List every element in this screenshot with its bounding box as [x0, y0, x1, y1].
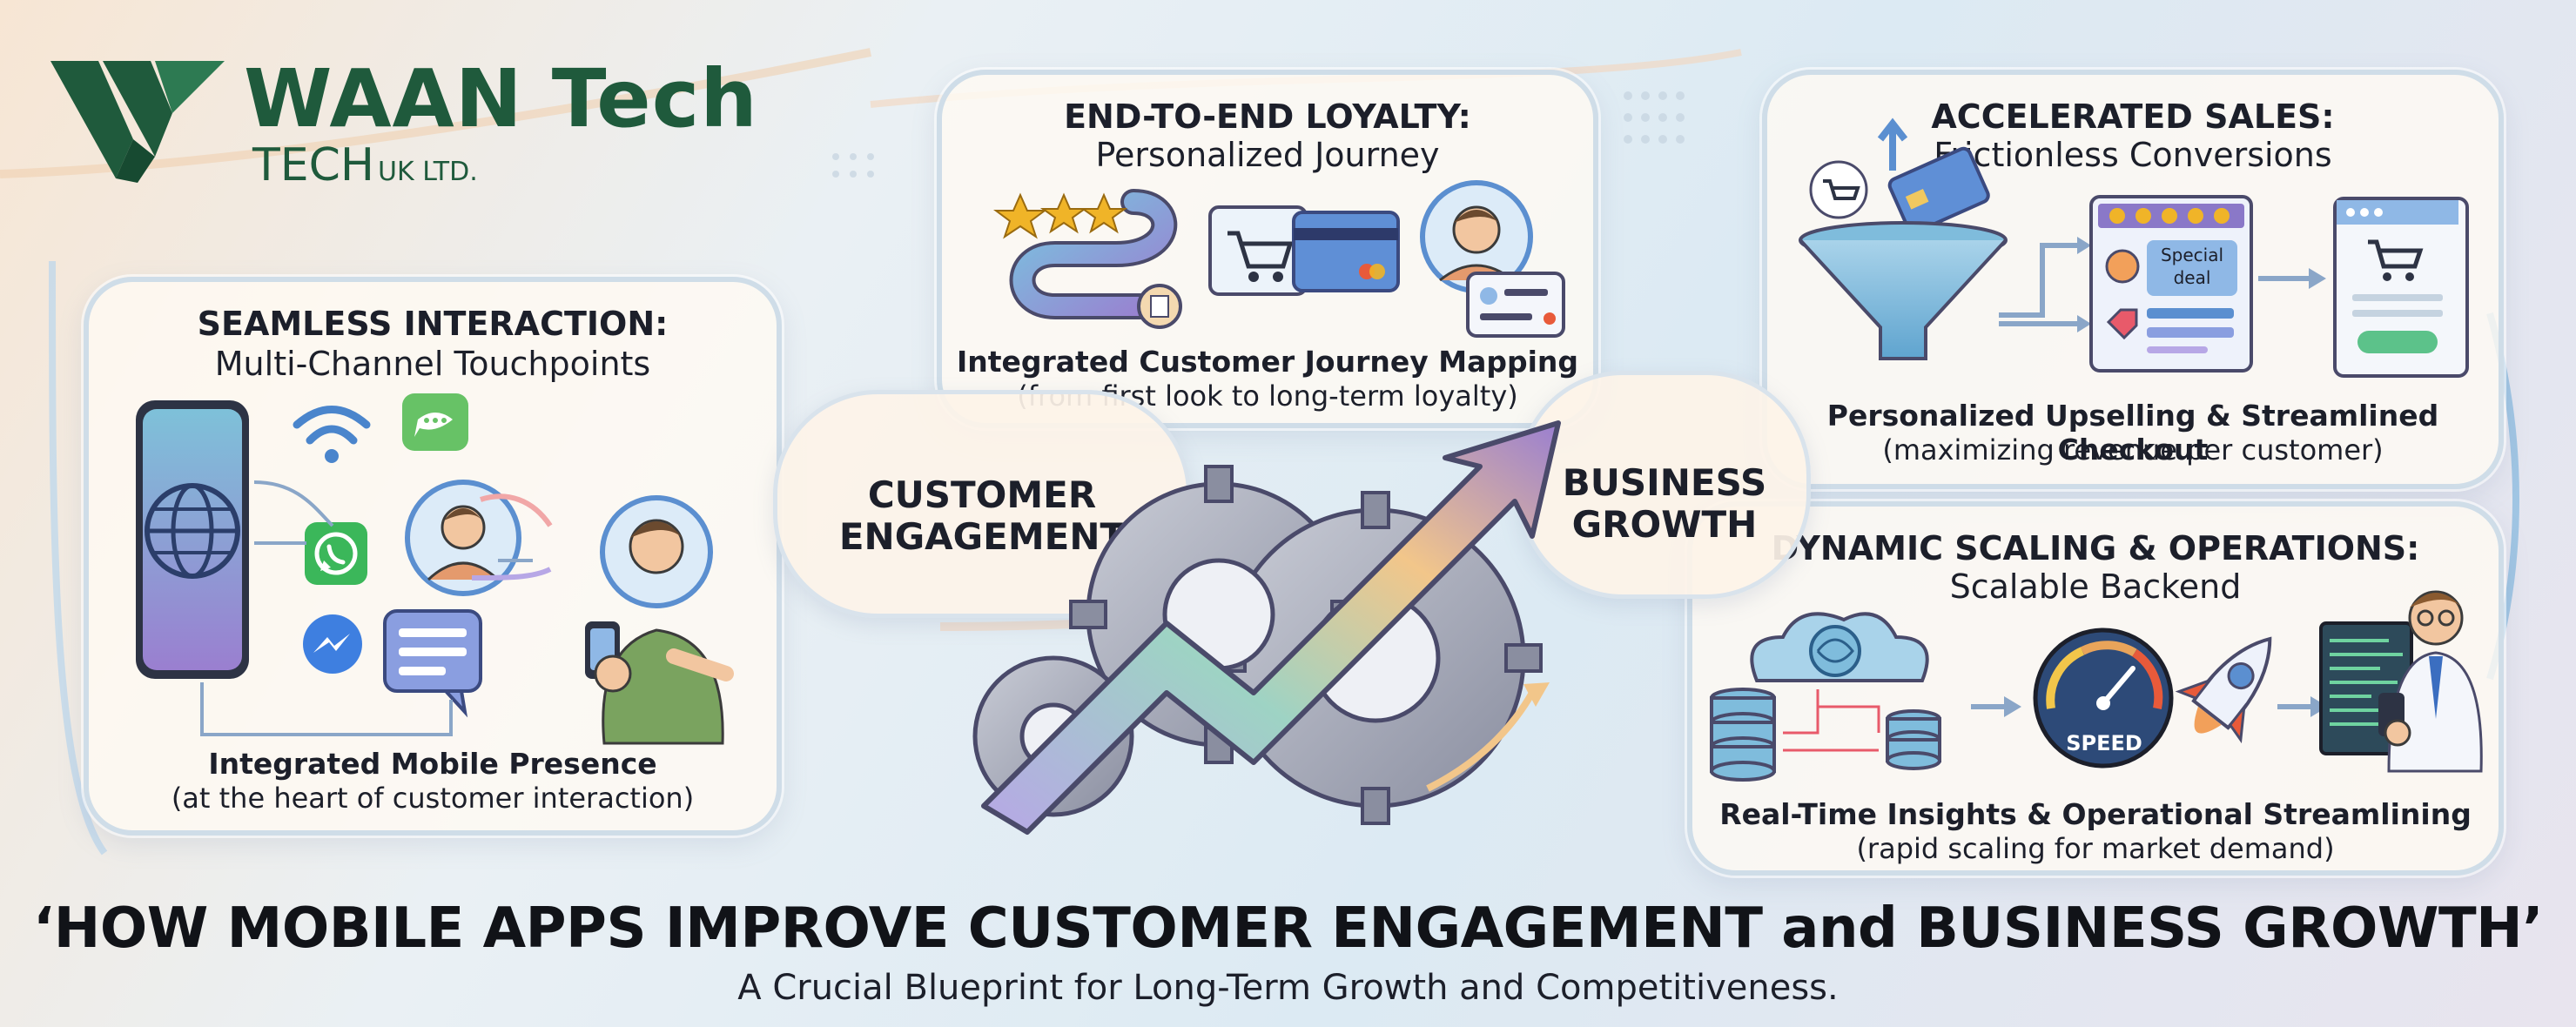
product-lines	[2147, 308, 2234, 353]
speed-label: SPEED	[2066, 731, 2142, 755]
footer-subline: A Crucial Blueprint for Long-Term Growth…	[737, 968, 1839, 1008]
panel-subtitle: Frictionless Conversions	[1934, 136, 2332, 174]
logo-brand-text: WAAN Tech	[244, 52, 758, 145]
panel-title: END-TO-END LOYALTY:	[1064, 97, 1471, 136]
hub-engagement-line2: ENGAGEMENT	[838, 515, 1126, 558]
customer-profile-icon	[1420, 180, 1565, 338]
shopping-cart-card-icon	[1208, 205, 1400, 296]
person-with-phone-icon	[585, 495, 734, 745]
special-deal-label: Special deal	[2147, 240, 2237, 296]
panel-title: DYNAMIC SCALING & OPERATIONS:	[1771, 529, 2420, 567]
hub-growth-line1: BUSINESS	[1562, 461, 1767, 504]
checkout-window-content	[2337, 200, 2458, 353]
hub-growth-line2: GROWTH	[1571, 503, 1758, 546]
panel-accelerated-sales: ACCELERATED SALES: Frictionless Conversi…	[1762, 70, 2504, 489]
panel-caption-bold: Integrated Customer Journey Mapping	[956, 345, 1579, 379]
rating-stars-icon	[2098, 204, 2244, 228]
chat-bubble-icon	[402, 393, 468, 451]
deal-badge-icon	[2105, 249, 2140, 284]
whatsapp-icon	[305, 522, 367, 585]
upsell-product-card: Special deal	[2089, 195, 2253, 373]
cloud-database-icon	[1710, 612, 1941, 782]
panel-caption: (maximizing revenue per customer)	[1882, 433, 2384, 467]
hub-business-growth: BUSINESS GROWTH	[1518, 371, 1811, 599]
panel-caption-bold: Real-Time Insights & Operational Streaml…	[1719, 797, 2472, 831]
panel-caption: (at the heart of customer interaction)	[171, 782, 695, 815]
panel-title: SEAMLESS INTERACTION:	[197, 305, 669, 343]
hub-customer-engagement: CUSTOMER ENGAGEMENT	[773, 390, 1191, 618]
flow-arrows-left	[253, 480, 553, 581]
logo-tech: TECH	[252, 139, 375, 191]
message-list-icon	[383, 609, 482, 718]
panel-subtitle: Multi-Channel Touchpoints	[214, 345, 651, 383]
logo-suffix: UK LTD.	[378, 157, 478, 187]
price-tag-icon	[2106, 308, 2138, 340]
speedometer-icon	[2033, 628, 2174, 769]
messenger-icon	[303, 614, 362, 674]
logo-mark-icon	[50, 61, 225, 183]
panel-caption-bold: Integrated Mobile Presence	[208, 747, 657, 781]
gears-growth-arrow-icon	[972, 420, 1561, 835]
panel-subtitle: Scalable Backend	[1949, 567, 2242, 606]
deal-line2: deal	[2173, 267, 2211, 288]
funnel-arrows	[1999, 237, 2091, 332]
journey-path-icon	[993, 189, 1182, 329]
checkout-window	[2333, 197, 2469, 378]
smartphone-icon	[136, 400, 249, 679]
panel-dynamic-scaling: DYNAMIC SCALING & OPERATIONS: Scalable B…	[1687, 501, 2504, 876]
panel-end-to-end-loyalty: END-TO-END LOYALTY: Personalized Journey…	[937, 70, 1598, 428]
sales-funnel-icon	[1799, 117, 2008, 360]
connector-line	[200, 682, 453, 736]
developer-with-dashboard-icon	[2319, 590, 2483, 773]
panel-title: ACCELERATED SALES:	[1931, 97, 2335, 136]
card-to-checkout-arrow	[2258, 268, 2326, 289]
panel-caption: (rapid scaling for market demand)	[1856, 832, 2335, 865]
deal-line1: Special	[2160, 245, 2224, 265]
rocket-icon	[2175, 636, 2272, 744]
wifi-icon	[293, 406, 371, 463]
panel-seamless-interaction: SEAMLESS INTERACTION: Multi-Channel Touc…	[84, 277, 782, 836]
hub-engagement-line1: CUSTOMER	[867, 473, 1097, 516]
database-to-speed-arrow	[1971, 696, 2021, 717]
panel-subtitle: Personalized Journey	[1095, 136, 1440, 174]
panel-caption-bold: Personalized Upselling & Streamlined Che…	[1826, 399, 2439, 467]
footer-headline: ‘HOW MOBILE APPS IMPROVE CUSTOMER ENGAGE…	[32, 896, 2544, 961]
